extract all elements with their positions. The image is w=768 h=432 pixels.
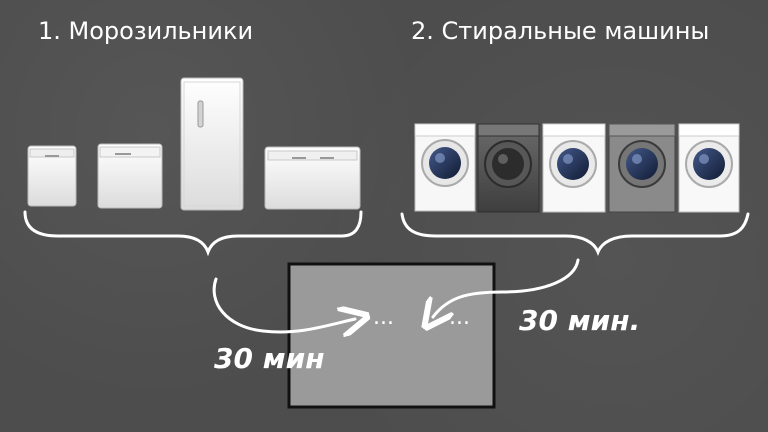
chest-freezer-large-icon xyxy=(264,146,361,210)
left-time-label: 30 мин xyxy=(214,342,325,375)
chest-freezer-small-icon xyxy=(27,145,77,207)
left-arrow-icon xyxy=(212,277,355,332)
left-queue-dots: ... xyxy=(373,305,394,330)
graphite-washer-icon xyxy=(477,123,540,213)
washers-brace-icon xyxy=(400,212,750,257)
right-arrow-icon xyxy=(433,258,580,317)
right-time-label: 30 мин. xyxy=(519,304,640,337)
gray-washer-icon xyxy=(608,123,676,213)
upright-freezer-icon xyxy=(180,77,244,211)
white-washer-icon xyxy=(414,123,476,212)
freezers-heading: 1. Морозильники xyxy=(38,17,254,45)
freezers-brace-icon xyxy=(23,210,363,257)
chest-freezer-medium-icon xyxy=(97,143,163,209)
white-washer-icon xyxy=(542,123,606,213)
freezers-group xyxy=(27,77,361,211)
right-queue-dots: ... xyxy=(449,305,470,330)
washers-group xyxy=(414,123,740,213)
queue-box xyxy=(287,262,496,409)
washers-heading: 2. Стиральные машины xyxy=(411,17,710,45)
white-washer-icon xyxy=(678,123,740,213)
